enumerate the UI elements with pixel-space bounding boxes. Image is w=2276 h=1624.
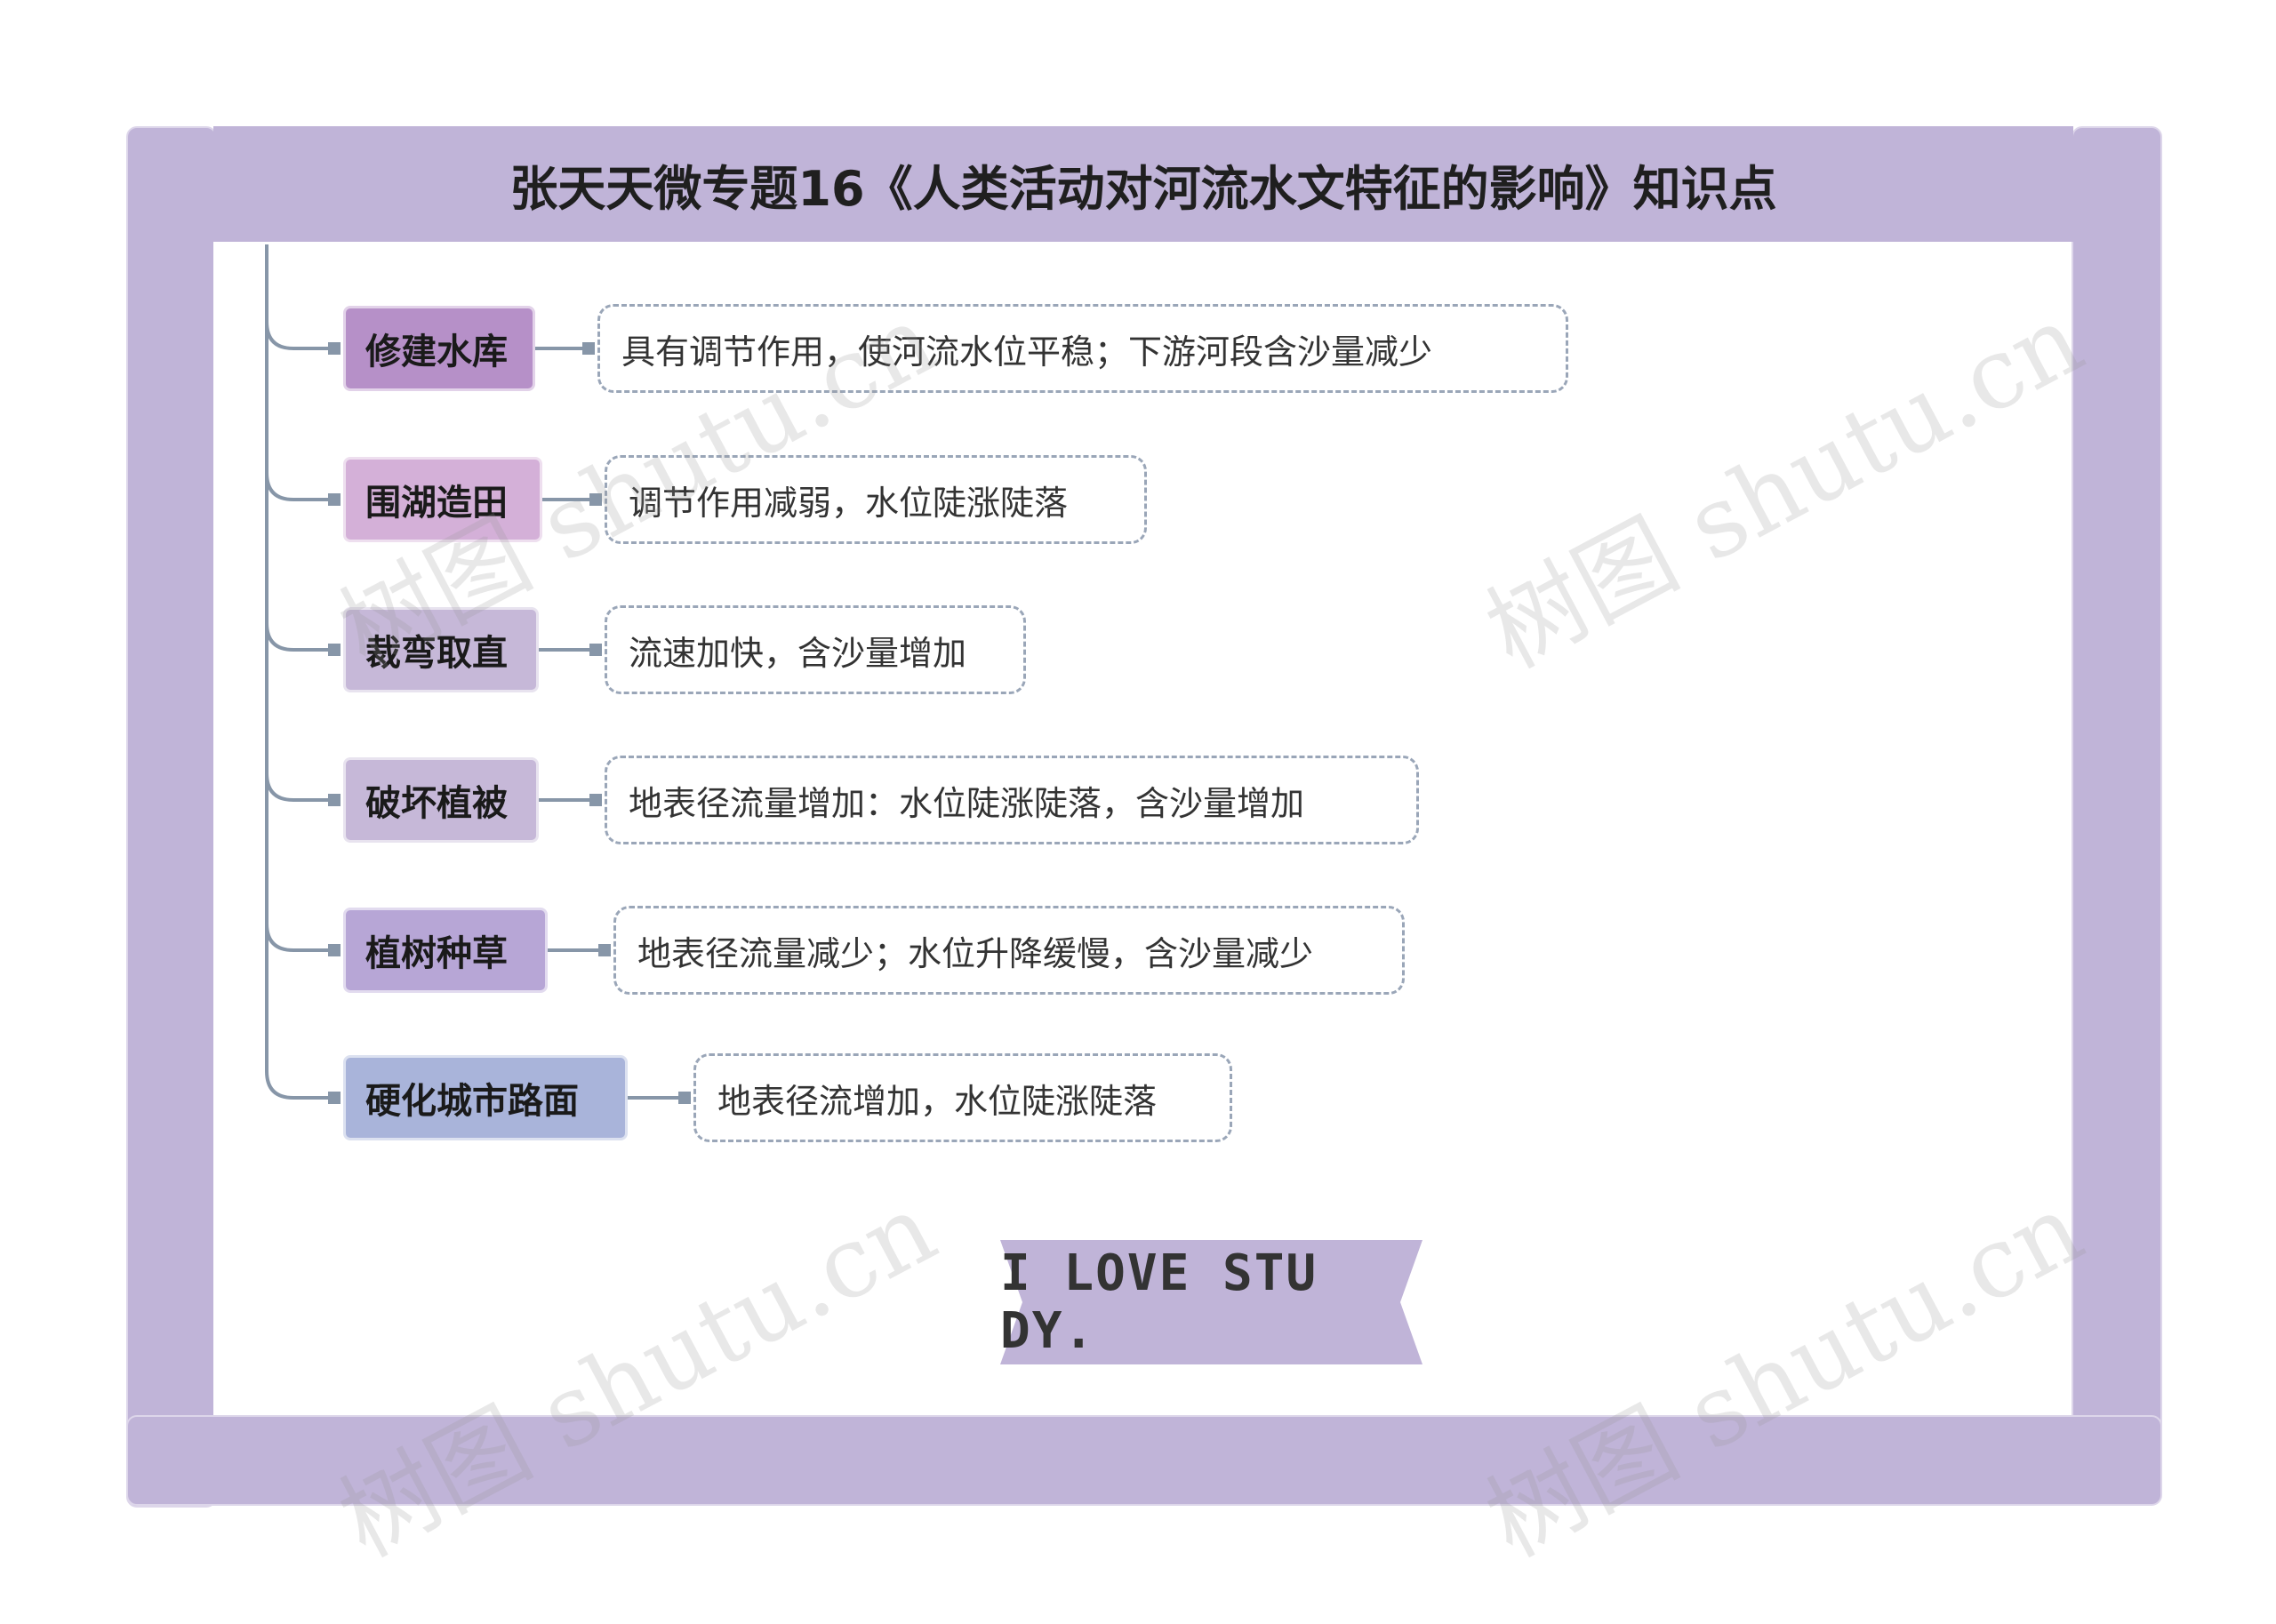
branch-connector-4: [265, 772, 333, 802]
frame-left: [126, 126, 217, 1508]
branch-connector-1: [265, 321, 333, 350]
branch-node-4: 破坏植被: [343, 757, 539, 843]
leaf-detail-2: 调节作用减弱，水位陡涨陡落: [605, 455, 1147, 544]
diagram-title: 张天天微专题16《人类活动对河流水文特征的影响》知识点: [213, 126, 2073, 242]
branch-node-6: 硬化城市路面: [343, 1055, 628, 1140]
branch-connector-3: [265, 622, 333, 652]
leaf-detail-1: 具有调节作用，使河流水位平稳；下游河段含沙量减少: [597, 304, 1568, 393]
leaf-detail-4: 地表径流量增加：水位陡涨陡落，含沙量增加: [605, 756, 1419, 844]
leaf-detail-6: 地表径流增加，水位陡涨陡落: [693, 1053, 1232, 1142]
frame-right: [2072, 126, 2162, 1494]
trunk-line: [265, 244, 333, 1100]
banner-ribbon: [1000, 1240, 1422, 1364]
leaf-detail-3: 流速加快，含沙量增加: [605, 605, 1026, 694]
branch-node-3: 裁弯取直: [343, 607, 539, 692]
branch-node-5: 植树种草: [343, 908, 548, 993]
leaf-detail-5: 地表径流量减少；水位升降缓慢，含沙量减少: [613, 906, 1405, 995]
frame-bottom: [126, 1415, 2162, 1506]
branch-node-2: 围湖造田: [343, 457, 542, 542]
branch-connector-5: [265, 923, 333, 952]
branch-node-1: 修建水库: [343, 306, 535, 391]
banner-text: I LOVE STU DY.: [1000, 1244, 1318, 1360]
branch-connector-2: [265, 472, 333, 501]
